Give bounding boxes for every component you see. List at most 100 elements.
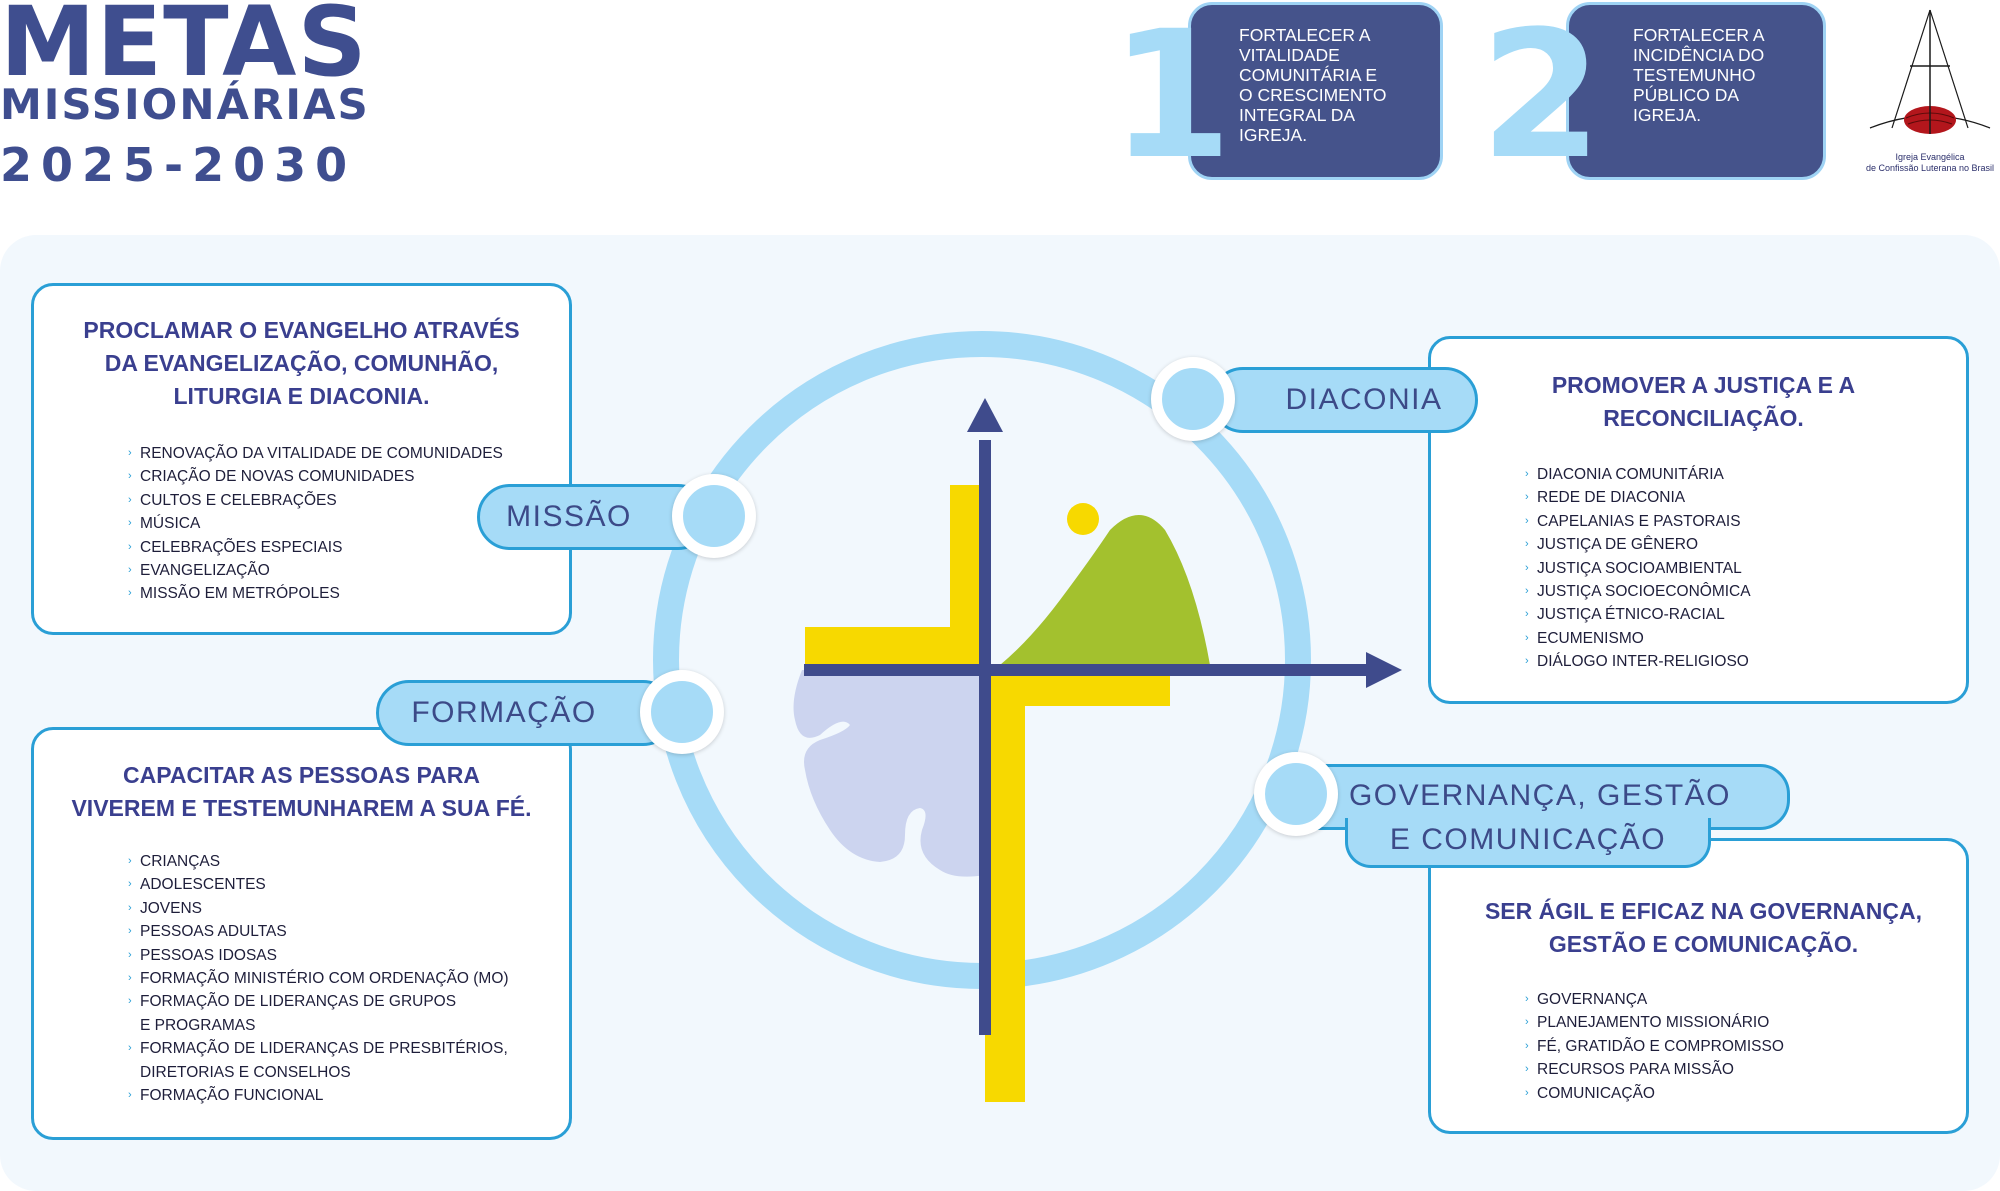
chevron-right-icon: › <box>128 995 132 1008</box>
list-item: ›MISSÃO EM METRÓPOLES <box>128 582 503 605</box>
card-title-line: VIVEREM E TESTEMUNHAREM A SUA FÉ. <box>71 795 532 821</box>
chevron-right-icon: › <box>1525 514 1529 527</box>
chevron-right-icon: › <box>1525 561 1529 574</box>
diaconia-pill: DIACONIA <box>1210 367 1478 433</box>
goal-2-number: 2 <box>1480 0 1603 198</box>
card-title-line: CAPACITAR AS PESSOAS PARA <box>123 762 480 788</box>
list-item-label: FORMAÇÃO DE LIDERANÇAS DE PRESBITÉRIOS, <box>140 1040 508 1058</box>
list-item: › JUSTIÇA DE GÊNERO <box>1525 533 1751 556</box>
formacao-card-list: › CRIANÇAS › ADOLESCENTES › JOVENS › PESSOAS… <box>128 850 509 1107</box>
governanca-card-title: SER ÁGIL E EFICAZ NA GOVERNANÇA, GESTÃO … <box>1431 895 1966 961</box>
list-item-label: JUSTIÇA DE GÊNERO <box>1537 536 1699 554</box>
goal-1-line: INTEGRAL DA <box>1239 105 1356 125</box>
vertical-axis-arrow <box>967 398 1003 432</box>
chevron-right-icon: › <box>128 540 132 553</box>
list-item-label: PLANEJAMENTO MISSIONÁRIO <box>1537 1014 1770 1032</box>
chevron-right-icon: › <box>1525 608 1529 621</box>
horizontal-axis-arrow <box>1366 652 1402 688</box>
list-item-label: CRIAÇÃO DE NOVAS COMUNIDADES <box>140 468 415 486</box>
list-item: › JOVENS <box>128 897 509 920</box>
list-item: › CAPELANIAS E PASTORAIS <box>1525 510 1751 533</box>
chevron-right-icon: › <box>1525 655 1529 668</box>
list-item-label: CELEBRAÇÕES ESPECIAIS <box>140 538 343 556</box>
list-item-label: RECURSOS PARA MISSÃO <box>1537 1061 1734 1079</box>
list-item-label: JUSTIÇA ÉTNICO-RACIAL <box>1537 606 1725 624</box>
formacao-node <box>640 670 724 754</box>
governanca-pill-line: E COMUNICAÇÃO <box>1389 823 1667 856</box>
chevron-right-icon: › <box>128 564 132 577</box>
goal-1-line: VITALIDADE <box>1239 45 1340 65</box>
list-item-label: DIÁLOGO INTER-RELIGIOSO <box>1537 653 1749 671</box>
chevron-right-icon: › <box>128 878 132 891</box>
list-item-label: ADOLESCENTES <box>140 876 266 894</box>
list-item-label: COMUNICAÇÃO <box>1537 1084 1655 1102</box>
chevron-right-icon: › <box>1525 585 1529 598</box>
chevron-right-icon: › <box>128 855 132 867</box>
governanca-card: SER ÁGIL E EFICAZ NA GOVERNANÇA, GESTÃO … <box>1428 838 1969 1134</box>
chevron-right-icon: › <box>1525 1039 1529 1052</box>
diaconia-card-list: ›DIACONIA COMUNITÁRIA ›REDE DE DIACONIA … <box>1525 463 1751 674</box>
list-item-label: CRIANÇAS <box>140 853 221 870</box>
list-item: ›GOVERNANÇA <box>1525 988 1784 1011</box>
list-item: › EVANGELIZAÇÃO <box>128 559 503 582</box>
logo-caption-line: de Confissão Luterana no Brasil <box>1865 163 1995 173</box>
green-hill-shape <box>1000 515 1210 665</box>
lavender-shape <box>793 670 985 877</box>
page-title: METAS <box>0 0 368 98</box>
card-title-line: PROMOVER A JUSTIÇA E A <box>1551 372 1856 398</box>
missao-node <box>672 474 756 558</box>
goal-1-line: FORTALECER A <box>1239 25 1371 45</box>
chevron-right-icon: › <box>128 901 132 914</box>
governanca-pill-lower: E COMUNICAÇÃO <box>1345 818 1711 868</box>
list-item-label: CULTOS E CELEBRAÇÕES <box>140 491 337 509</box>
chevron-right-icon: › <box>128 517 132 530</box>
list-item: › RECURSOS PARA MISSÃO <box>1525 1058 1784 1081</box>
sun-dot <box>1067 503 1099 535</box>
goal-1-line: COMUNITÁRIA E <box>1239 65 1378 85</box>
list-item-label: REDE DE DIACONIA <box>1537 489 1686 507</box>
list-item-label: MÚSICA <box>140 515 201 533</box>
list-item: ›RENOVAÇÃO DA VITALIDADE DE COMUNIDADES <box>128 442 503 465</box>
chevron-right-icon: › <box>1525 1063 1529 1076</box>
list-item-label: CAPELANIAS E PASTORAIS <box>1537 512 1741 530</box>
list-item: ›REDE DE DIACONIA <box>1525 486 1751 509</box>
list-item: › MÚSICA <box>128 512 503 535</box>
yellow-bar-horizontal-left <box>805 627 982 667</box>
list-item-label: FORMAÇÃO FUNCIONAL <box>140 1087 324 1105</box>
list-item: ›CULTOS E CELEBRAÇÕES <box>128 489 503 512</box>
chevron-right-icon: › <box>128 972 132 985</box>
list-item-continuation: DIRETORIAS E CONSELHOS <box>140 1063 351 1081</box>
goal-2-line: IGREJA. <box>1633 105 1702 125</box>
yellow-bar-vertical-bottom <box>985 670 1025 1102</box>
chevron-right-icon: › <box>1525 1016 1529 1029</box>
diaconia-card: PROMOVER A JUSTIÇA E A RECONCILIAÇÃO. ›D… <box>1428 336 1969 704</box>
list-item: ›COMUNICAÇÃO <box>1525 1082 1784 1105</box>
goal-1-box: FORTALECER A VITALIDADE COMUNITÁRIA E O … <box>1188 2 1443 180</box>
goal-2-line: PÚBLICO DA <box>1633 85 1739 105</box>
list-item-label: DIACONIA COMUNITÁRIA <box>1537 466 1724 483</box>
missao-card-title: PROCLAMAR O EVANGELHO ATRAVÉS DA EVANGEL… <box>34 314 569 413</box>
list-item-label: PESSOAS IDOSAS <box>140 946 277 964</box>
list-item-label: EVANGELIZAÇÃO <box>140 562 270 580</box>
list-item: ›FORMAÇÃO DE LIDERANÇAS DE PRESBITÉRIOS,… <box>128 1037 509 1084</box>
chevron-right-icon: › <box>1525 538 1529 551</box>
chevron-right-icon: › <box>128 587 132 600</box>
chevron-right-icon: › <box>128 447 132 459</box>
list-item-label: JOVENS <box>140 899 203 917</box>
list-item: ›FORMAÇÃO MINISTÉRIO COM ORDENAÇÃO (MO) <box>128 967 509 990</box>
list-item-label: GOVERNANÇA <box>1537 991 1648 1008</box>
goal-2-box: FORTALECER A INCIDÊNCIA DO TESTEMUNHO PÚ… <box>1566 2 1826 180</box>
list-item: ›DIACONIA COMUNITÁRIA <box>1525 463 1751 486</box>
list-item: ›JUSTIÇA SOCIOAMBIENTAL <box>1525 557 1751 580</box>
card-title-line: GESTÃO E COMUNICAÇÃO. <box>1548 931 1859 957</box>
chevron-right-icon: › <box>128 1089 132 1102</box>
goal-1-line: IGREJA. <box>1239 125 1308 145</box>
list-item: › CELEBRAÇÕES ESPECIAIS <box>128 536 503 559</box>
card-title-line: DA EVANGELIZAÇÃO, COMUNHÃO, <box>104 350 499 376</box>
page-subtitle: MISSIONÁRIAS <box>0 80 370 129</box>
church-cross-globe-logo-icon <box>1869 9 1991 134</box>
list-item-label: FÉ, GRATIDÃO E COMPROMISSO <box>1537 1037 1784 1055</box>
list-item: ›CRIAÇÃO DE NOVAS COMUNIDADES <box>128 465 503 488</box>
